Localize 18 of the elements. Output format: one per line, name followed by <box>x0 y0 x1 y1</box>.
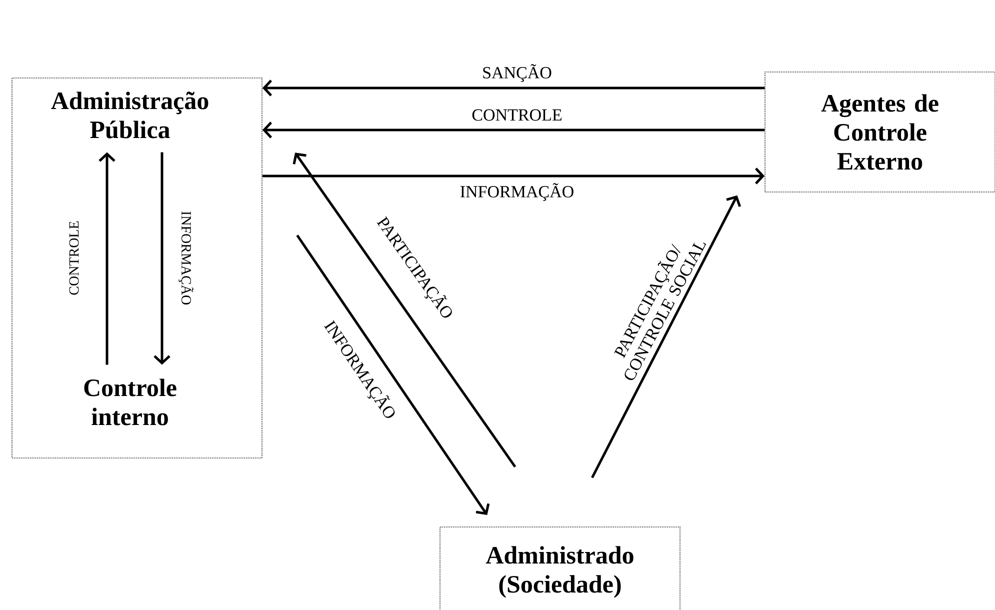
edge-label: CONTROLE <box>68 220 80 296</box>
edge-label: INFORMAÇÃO <box>458 182 576 202</box>
edge-label: INFORMAÇÃO <box>178 210 194 306</box>
arrow <box>591 195 742 478</box>
edge-label: SANÇÃO <box>481 63 553 83</box>
entity-box: Administrado (Sociedade) <box>440 526 680 610</box>
arrow <box>296 234 490 516</box>
box-heading: Controle interno <box>84 378 176 426</box>
arrow <box>98 152 116 365</box>
box-heading: Administração Pública <box>51 92 208 138</box>
arrow <box>154 152 170 365</box>
group-box <box>12 78 262 458</box>
edge-label: CONTROLE <box>470 108 564 122</box>
arrow <box>262 80 765 96</box>
arrow <box>262 168 765 184</box>
arrow <box>262 122 765 138</box>
arrow <box>292 152 516 468</box>
entity-box: Agentes de Controle Externo <box>764 72 995 192</box>
